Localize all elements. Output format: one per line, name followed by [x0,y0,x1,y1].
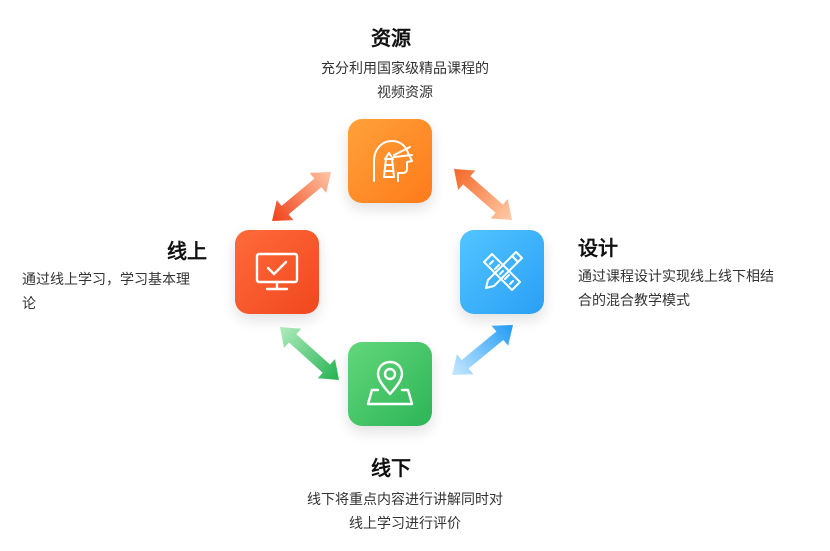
offline-title: 线下 [371,456,411,480]
online-tile [235,230,319,314]
double-arrow-shape [454,169,512,220]
ruler-pencil-icon [483,251,523,291]
design-tile [460,230,544,314]
resources-desc-line1: 充分利用国家级精品课程的 [321,61,489,77]
map-pin-icon [366,360,414,406]
offline-desc-line2: 线上学习进行评价 [349,516,461,532]
arrow-online-resources [272,172,331,221]
arrow-offline-design [452,325,513,375]
monitor-check-icon [255,252,299,291]
design-desc-line2: 合的混合教学模式 [578,293,690,309]
lighthouse-head-icon [373,140,413,182]
resources-title: 资源 [371,26,411,50]
resources-description: 充分利用国家级精品课程的 视频资源 [265,57,545,105]
offline-description: 线下将重点内容进行讲解同时对 线上学习进行评价 [245,488,565,536]
arrow-resources-design [454,169,512,220]
double-arrow-shape [452,325,513,375]
design-title: 设计 [578,236,618,260]
design-description: 通过课程设计实现线上线下相结 合的混合教学模式 [578,265,823,313]
resources-tile [348,119,432,203]
design-desc-line1: 通过课程设计实现线上线下相结 [578,269,774,285]
double-arrow-shape [272,172,331,221]
online-title: 线上 [167,239,207,263]
double-arrow-shape [280,327,339,380]
resources-desc-line2: 视频资源 [377,85,433,101]
online-desc-line1: 通过线上学习，学习基本理 [22,272,190,288]
online-desc-line2: 论 [22,296,36,312]
arrow-online-offline [280,327,339,380]
offline-tile [348,342,432,426]
offline-desc-line1: 线下将重点内容进行讲解同时对 [307,492,503,508]
online-description: 通过线上学习，学习基本理 论 [22,268,227,316]
